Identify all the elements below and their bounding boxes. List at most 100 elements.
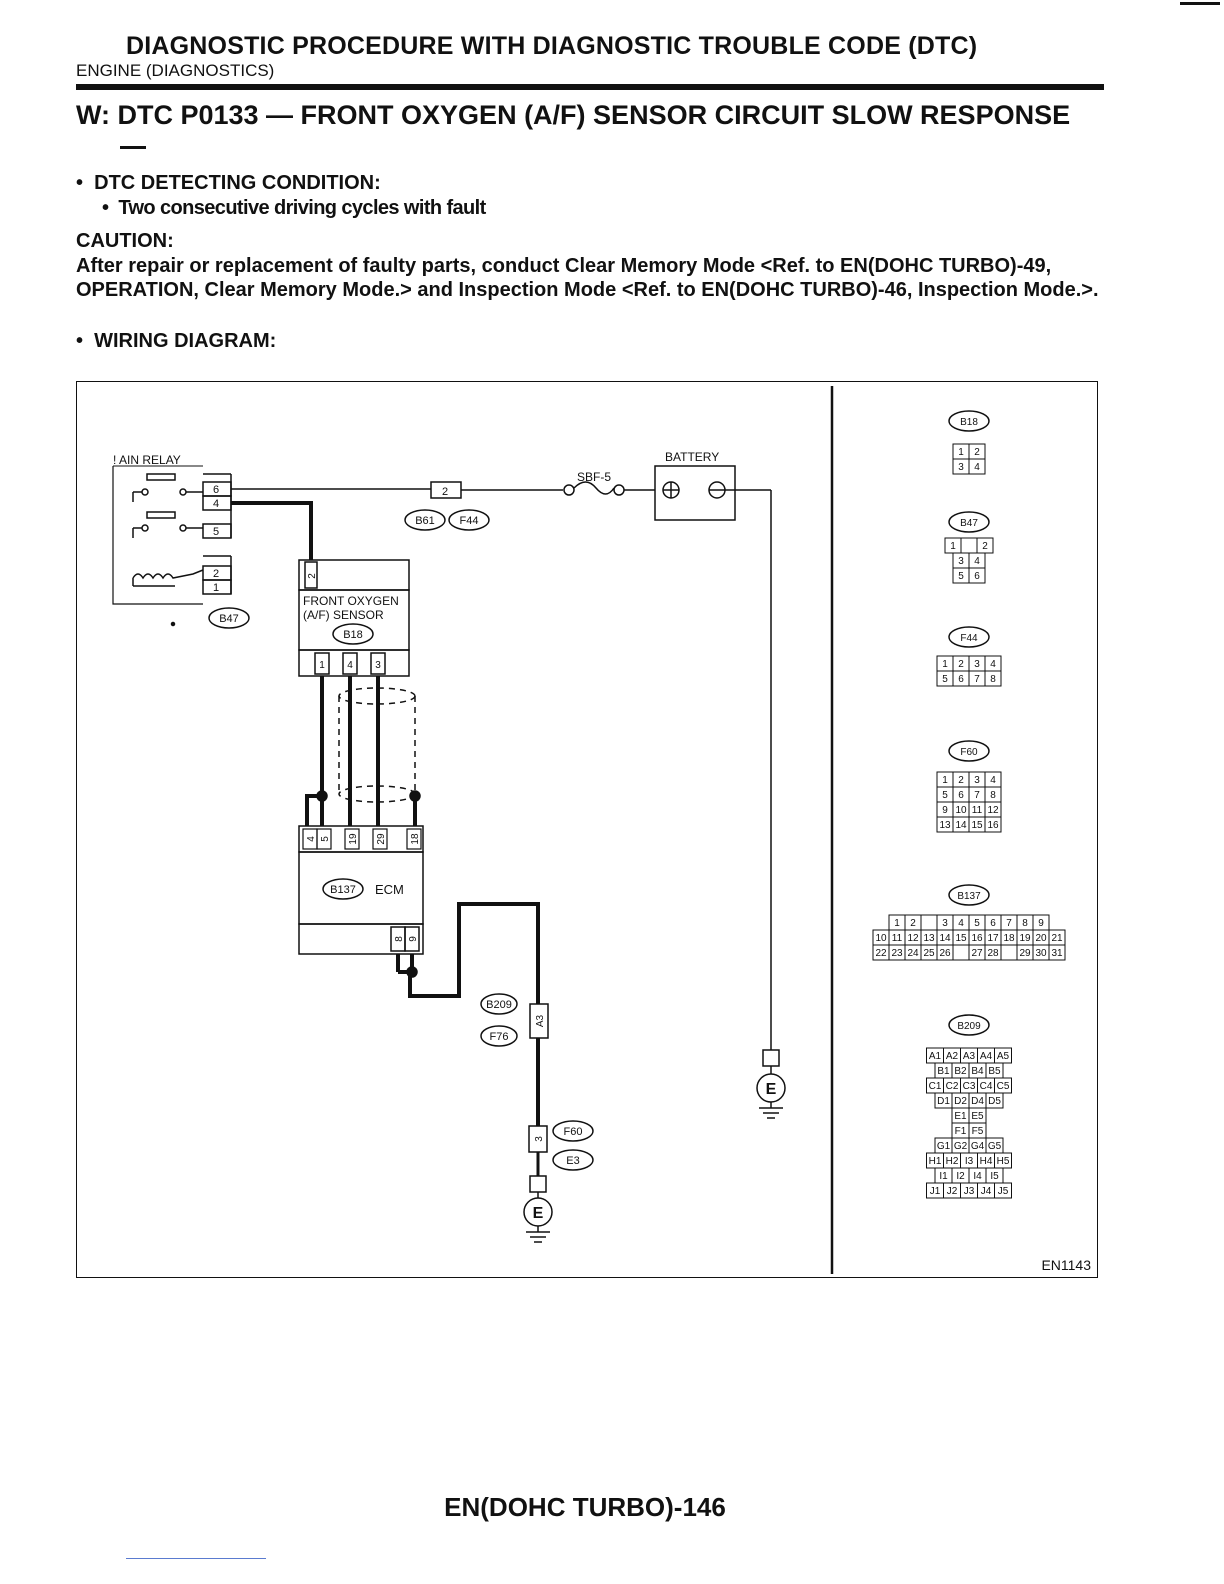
conn-pin-b209-A2: A2 — [946, 1051, 959, 1062]
conn-pin-b47-4: 4 — [974, 556, 980, 567]
conn-pin-b209-B1: B1 — [937, 1066, 950, 1077]
conn-pin-f60-1: 1 — [942, 775, 948, 786]
b61-pin-2: 2 — [442, 486, 448, 498]
conn-pin-f60-9: 9 — [942, 805, 948, 816]
conn-pin-b209-G5: G5 — [988, 1141, 1002, 1152]
conn-cell — [984, 816, 1002, 833]
conn-pin-b209-A4: A4 — [980, 1051, 993, 1062]
conn-pin-b209-H2: H2 — [946, 1156, 959, 1167]
conn-pin-b137-13: 13 — [923, 933, 935, 944]
b209-label: B209 — [486, 999, 512, 1011]
conn-pin-f44-4: 4 — [990, 659, 996, 670]
a3-pin: A3 — [535, 1014, 546, 1027]
conn-view-label-b18: B18 — [960, 417, 978, 428]
conn-pin-f60-16: 16 — [987, 820, 999, 831]
conn-cell — [968, 567, 986, 584]
conn-pin-b137-17: 17 — [987, 933, 999, 944]
ecm-pin-8: 8 — [394, 936, 405, 942]
conn-pin-b209-A3: A3 — [963, 1051, 976, 1062]
conn-pin-b137-6: 6 — [990, 918, 996, 929]
sensor-label-line1: FRONT OXYGEN — [303, 594, 399, 608]
conn-pin-b137-8: 8 — [1022, 918, 1028, 929]
detecting-condition-label: DTC DETECTING CONDITION: — [94, 172, 381, 194]
conn-cell — [1000, 944, 1018, 961]
conn-pin-b137-4: 4 — [958, 918, 964, 929]
relay-pin-1: 1 — [213, 582, 219, 594]
conn-view-label-b209: B209 — [957, 1021, 981, 1032]
conn-pin-b18-4: 4 — [974, 462, 980, 473]
conn-pin-b137-25: 25 — [923, 948, 935, 959]
conn-pin-b137-23: 23 — [891, 948, 903, 959]
conn-pin-b209-B5: B5 — [988, 1066, 1001, 1077]
detecting-condition-text: Two consecutive driving cycles with faul… — [118, 197, 486, 219]
page-number: EN(DOHC TURBO)-146 — [444, 1492, 726, 1522]
sensor-pin-4: 4 — [347, 660, 353, 671]
conn-pin-b209-F1: F1 — [955, 1126, 967, 1137]
conn-pin-f44-5: 5 — [942, 674, 948, 685]
conn-view-badge-b209 — [948, 1014, 990, 1036]
conn-pin-b137-24: 24 — [907, 948, 919, 959]
conn-pin-b209-C1: C1 — [929, 1081, 942, 1092]
conn-pin-b47-2: 2 — [982, 541, 988, 552]
conn-pin-b137-21: 21 — [1051, 933, 1063, 944]
conn-pin-b209-A5: A5 — [997, 1051, 1010, 1062]
ecm-pin-9: 9 — [408, 936, 419, 942]
caution-label: CAUTION: — [76, 230, 174, 252]
conn-pin-b209-D1: D1 — [937, 1096, 950, 1107]
conn-pin-f60-11: 11 — [972, 805, 983, 816]
conn-pin-b209-G2: G2 — [954, 1141, 968, 1152]
b137-label: B137 — [330, 884, 356, 896]
ecm-pin-5: 5 — [320, 836, 331, 842]
heading-dash — [120, 146, 146, 149]
conn-pin-b209-I4: I4 — [973, 1171, 982, 1182]
page-title: DIAGNOSTIC PROCEDURE WITH DIAGNOSTIC TRO… — [126, 32, 978, 60]
conn-pin-b137-15: 15 — [955, 933, 967, 944]
conn-pin-b137-18: 18 — [1003, 933, 1015, 944]
bullet: • — [76, 172, 95, 194]
conn-pin-f44-6: 6 — [958, 674, 964, 685]
conn-pin-b209-J5: J5 — [998, 1186, 1009, 1197]
ecm-label: ECM — [375, 882, 404, 897]
bullet: • — [102, 197, 119, 219]
ecm-pin-29: 29 — [376, 833, 387, 845]
conn-pin-b137-2: 2 — [910, 918, 916, 929]
main-relay-label: ! AIN RELAY — [113, 453, 181, 467]
detecting-condition-heading: • DTC DETECTING CONDITION: — [76, 172, 381, 195]
conn-pin-b47-5: 5 — [958, 571, 964, 582]
section-heading: W: DTC P0133 — FRONT OXYGEN (A/F) SENSOR… — [76, 100, 1071, 130]
page-subtitle: ENGINE (DIAGNOSTICS) — [76, 61, 275, 80]
ecm-pin-18: 18 — [410, 833, 421, 845]
b18-badge — [332, 623, 374, 645]
conn-pin-b209-E5: E5 — [971, 1111, 984, 1122]
ecm-pin-19: 19 — [348, 833, 359, 845]
conn-pin-b137-12: 12 — [907, 933, 919, 944]
conn-pin-b209-D2: D2 — [954, 1096, 967, 1107]
relay-pin-4: 4 — [213, 498, 219, 510]
conn-pin-b137-11: 11 — [892, 933, 903, 944]
conn-view-badge-b137 — [948, 884, 990, 906]
ground-label-battery: E — [766, 1081, 777, 1098]
b18-label: B18 — [343, 629, 363, 641]
header-rule — [76, 84, 1104, 90]
conn-pin-f44-1: 1 — [942, 659, 948, 670]
relay-pin-2: 2 — [213, 568, 219, 580]
conn-pin-b47-3: 3 — [958, 556, 964, 567]
conn-pin-b209-H5: H5 — [997, 1156, 1010, 1167]
sensor-pin-3: 3 — [375, 660, 381, 671]
corner-mark — [1180, 2, 1220, 5]
f76-badge — [480, 1025, 518, 1047]
conn-pin-f60-6: 6 — [958, 790, 964, 801]
conn-pin-b209-J4: J4 — [981, 1186, 992, 1197]
conn-pin-f60-12: 12 — [987, 805, 999, 816]
conn-pin-b137-9: 9 — [1038, 918, 1044, 929]
f44-label: F44 — [460, 515, 479, 527]
conn-cell — [984, 670, 1002, 687]
conn-cell — [994, 1182, 1012, 1199]
f60-badge — [552, 1120, 594, 1142]
conn-pin-b209-G1: G1 — [937, 1141, 951, 1152]
conn-pin-f44-8: 8 — [990, 674, 996, 685]
b61-label: B61 — [415, 515, 435, 527]
b61-badge — [404, 509, 446, 531]
f60-label: F60 — [564, 1126, 583, 1138]
wiring-diagram-heading: • WIRING DIAGRAM: — [76, 330, 276, 353]
